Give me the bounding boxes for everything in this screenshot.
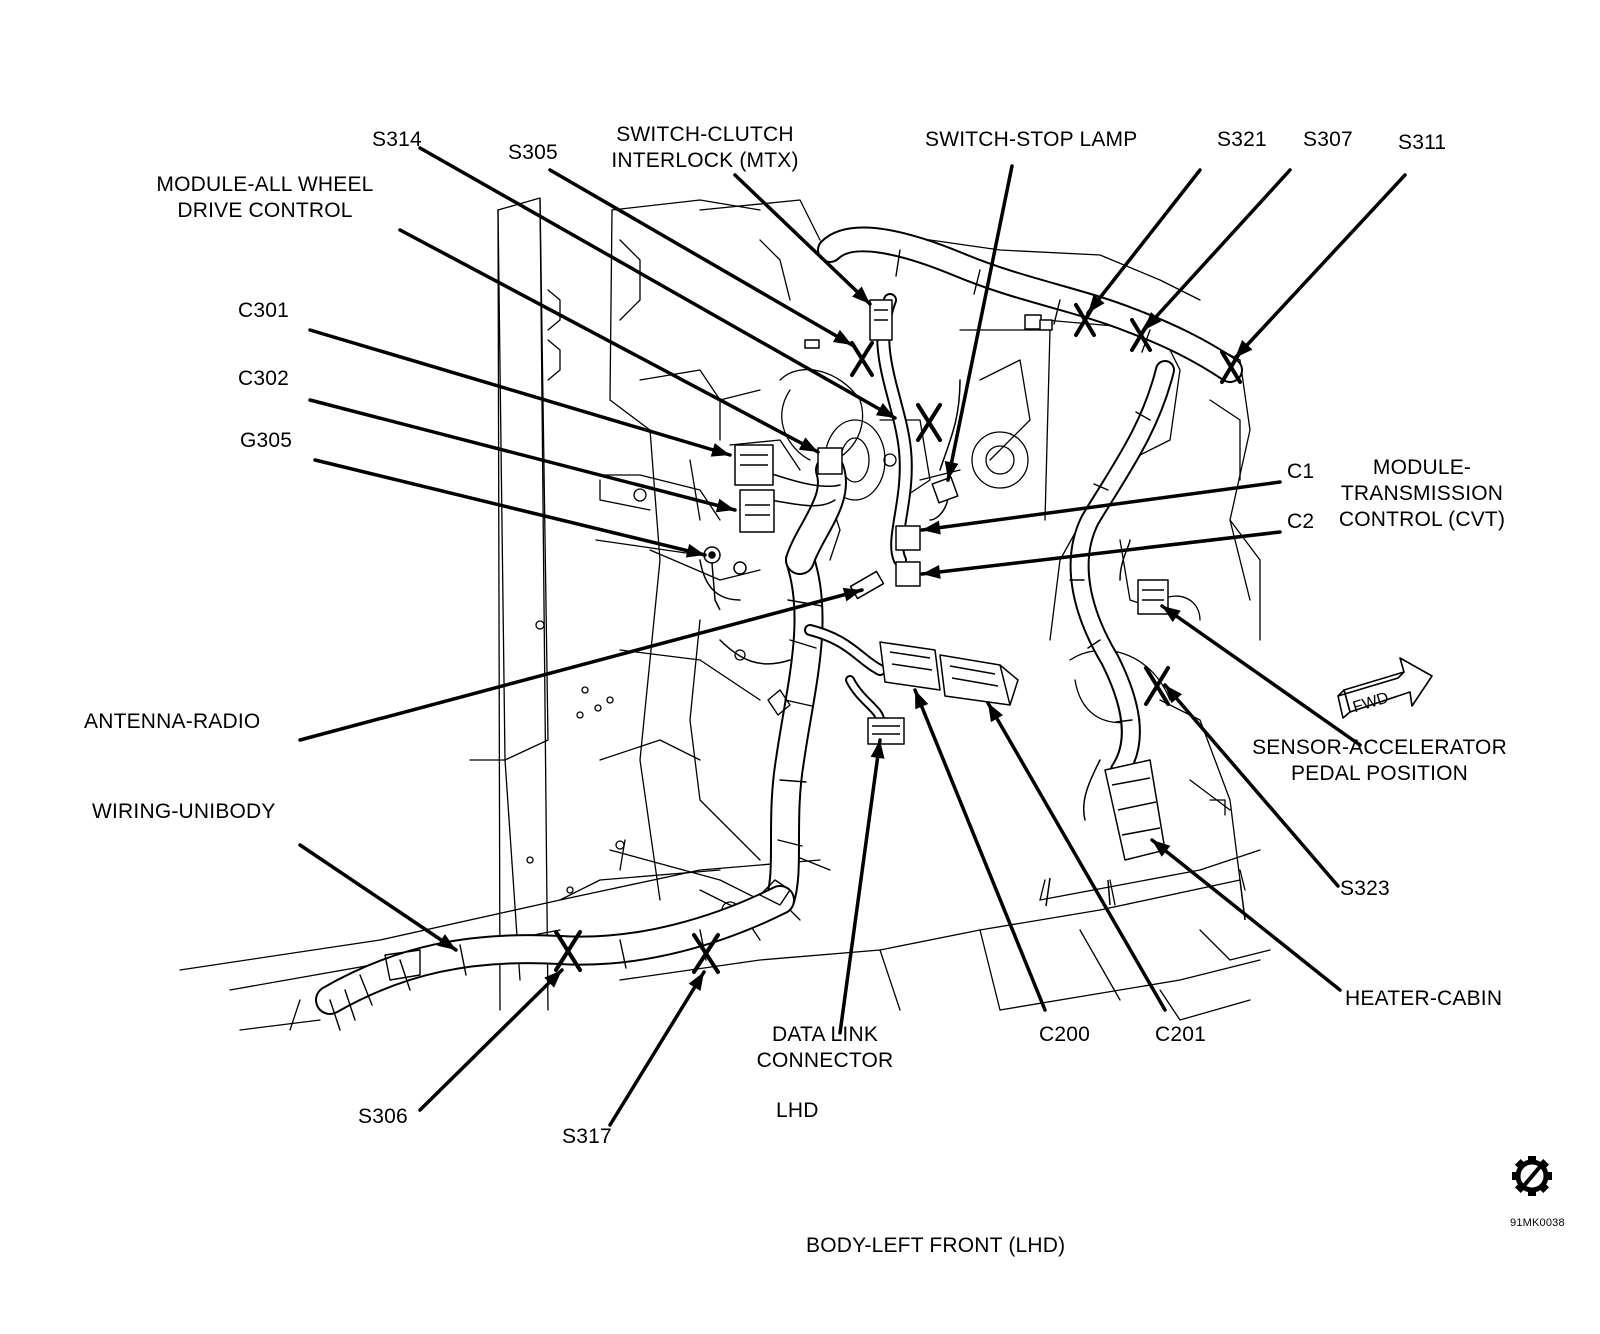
label-c201: C201 (1155, 1023, 1207, 1046)
label-s321: S321 (1217, 128, 1267, 151)
label-c301: C301 (238, 299, 290, 322)
label-s306: S306 (358, 1105, 408, 1128)
fwd-arrow-icon: FWD (1337, 657, 1433, 719)
switch-stop-lamp (931, 476, 959, 504)
wiring-harness (315, 226, 1243, 1031)
label-module-tcm: MODULE- TRANSMISSION CONTROL (CVT) (1322, 455, 1522, 533)
label-heater-cabin: HEATER-CABIN (1345, 987, 1503, 1010)
label-c302: C302 (238, 367, 290, 390)
label-s305: S305 (508, 141, 558, 164)
label-sensor-app: SENSOR-ACCELERATOR PEDAL POSITION (1242, 735, 1517, 787)
label-c200: C200 (1039, 1023, 1091, 1046)
label-module-awd-line1: MODULE-ALL WHEEL (156, 173, 374, 196)
label-switch-clutch: SWITCH-CLUTCH INTERLOCK (MTX) (595, 122, 815, 174)
label-sensor-app-line2: PEDAL POSITION (1290, 762, 1469, 785)
label-lhd: LHD (776, 1099, 819, 1122)
label-s307: S307 (1303, 128, 1353, 151)
label-c2: C2 (1287, 510, 1315, 533)
splice-markers (554, 303, 1242, 974)
tcm-c2-connector (895, 561, 921, 587)
label-switch-stop-lamp: SWITCH-STOP LAMP (925, 128, 1138, 151)
label-switch-clutch-line1: SWITCH-CLUTCH (616, 123, 794, 146)
label-module-awd-line2: DRIVE CONTROL (177, 199, 353, 222)
label-data-link: DATA LINK CONNECTOR (740, 1022, 910, 1074)
label-g305: G305 (240, 429, 293, 452)
data-link-connector-part (867, 717, 905, 745)
gear-slash-logo-icon (1512, 1156, 1552, 1196)
c201-connector (939, 654, 1011, 706)
label-wiring-unibody: WIRING-UNIBODY (92, 800, 276, 823)
label-s314: S314 (372, 128, 422, 151)
figure-code: 91MK0038 (1510, 1217, 1565, 1229)
label-data-link-line1: DATA LINK (771, 1023, 879, 1046)
label-module-tcm-line2: TRANSMISSION (1340, 482, 1504, 505)
label-sensor-app-line1: SENSOR-ACCELERATOR (1252, 736, 1507, 759)
tcm-c1-connector (895, 525, 921, 551)
label-switch-clutch-line2: INTERLOCK (MTX) (611, 149, 799, 172)
label-module-tcm-line3: CONTROL (CVT) (1338, 508, 1506, 531)
label-module-awd: MODULE-ALL WHEEL DRIVE CONTROL (130, 172, 400, 224)
label-data-link-line2: CONNECTOR (756, 1049, 894, 1072)
c302-connector (739, 489, 775, 533)
label-module-tcm-line1: MODULE- (1372, 456, 1472, 479)
label-c1: C1 (1287, 460, 1315, 483)
label-s323: S323 (1340, 877, 1390, 900)
label-antenna-radio: ANTENNA-RADIO (84, 710, 261, 733)
module-awd-control (817, 447, 843, 475)
label-s311: S311 (1398, 131, 1447, 154)
components (703, 299, 1246, 921)
leader-arrowheads (437, 286, 1253, 991)
leader-lines (298, 146, 1407, 1127)
label-s317: S317 (562, 1125, 612, 1148)
figure-caption: BODY-LEFT FRONT (LHD) (806, 1234, 1066, 1257)
